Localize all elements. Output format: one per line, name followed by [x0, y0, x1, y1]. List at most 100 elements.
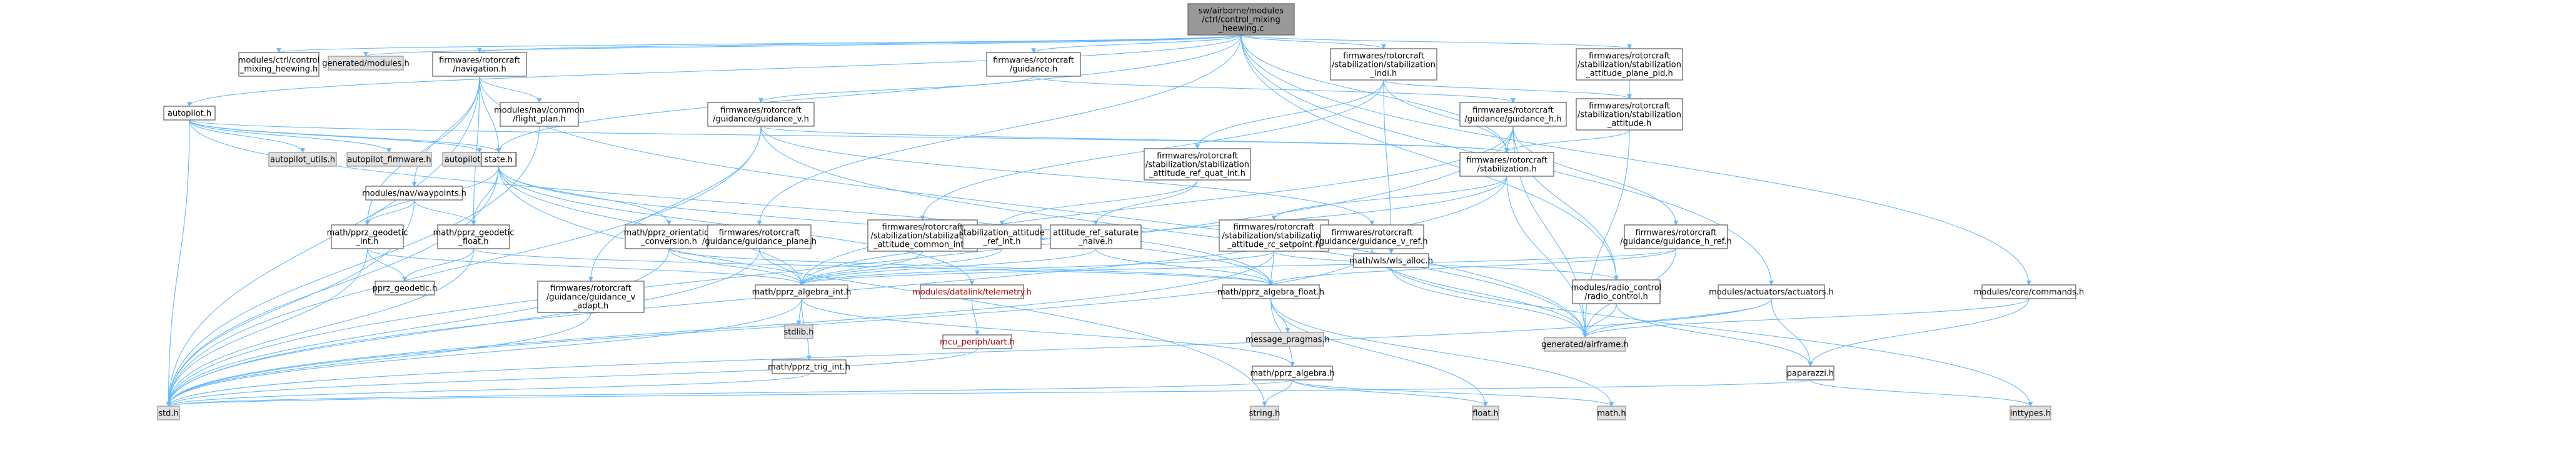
- node-stdlib[interactable]: stdlib.h: [784, 324, 814, 339]
- node-stab-rc-setpoint[interactable]: firmwares/rotorcraft/stabilization/stabi…: [1219, 219, 1329, 252]
- node-stabilization[interactable]: firmwares/rotorcraft/stabilization.h: [1459, 152, 1554, 177]
- edge-navigation-to-geodetic_int: [365, 76, 480, 226]
- node-generated-airframe[interactable]: generated/airframe.h: [1541, 337, 1629, 352]
- node-navigation[interactable]: firmwares/rotorcraft/navigation.h: [432, 52, 527, 77]
- node-telemetry[interactable]: modules/datalink/telemetry.h: [912, 284, 1032, 299]
- edge-flight_plan-to-std: [166, 126, 540, 407]
- edge-stab_ref_quat_int-to-stab_att_ref_int: [999, 179, 1198, 226]
- edge-guidance_v_adapt-to-std: [166, 312, 591, 407]
- node-wls-alloc[interactable]: math/wls/wls_alloc.h: [1349, 253, 1433, 268]
- node-math[interactable]: math.h: [1597, 406, 1626, 421]
- edge-stab_rc_setpoint-to-std: [166, 251, 1275, 407]
- node-box: [920, 284, 1024, 299]
- node-generated-modules[interactable]: generated/modules.h: [322, 56, 410, 71]
- node-trig-int[interactable]: math/pprz_trig_int.h: [768, 359, 850, 374]
- node-stab-ref-quat-int[interactable]: firmwares/rotorcraft/stabilization/stabi…: [1144, 148, 1251, 181]
- node-stab-att-ref-int[interactable]: stabilization_attitude_ref_int.h: [959, 224, 1045, 249]
- node-uart[interactable]: mcu_periph/uart.h: [940, 334, 1015, 349]
- edge-trig_int-to-std: [166, 373, 810, 407]
- node-guidance[interactable]: firmwares/rotorcraft/guidance.h: [986, 52, 1081, 77]
- edge-stab_indi-to-wls_alloc: [1383, 79, 1394, 254]
- node-box: [437, 224, 510, 249]
- node-paparazzi[interactable]: paparazzi.h: [1786, 366, 1834, 381]
- edge-root-to-stab_indi: [1240, 34, 1386, 49]
- node-label-line: math/pprz_algebra.h: [1250, 369, 1334, 379]
- node-algebra-int[interactable]: math/pprz_algebra_int.h: [752, 284, 852, 299]
- edge-stab_att_common_int-to-algebra_int: [799, 251, 923, 286]
- node-algebra[interactable]: math/pprz_algebra.h: [1250, 366, 1335, 381]
- node-label-line: /guidance/guidance_v: [546, 293, 636, 302]
- node-label-line: firmwares/rotorcraft: [1234, 223, 1315, 232]
- node-box: [1330, 48, 1437, 81]
- edge-root-to-navigation: [477, 34, 1242, 53]
- node-box: [1786, 366, 1834, 381]
- node-label-line: autopilot_utils.h: [270, 156, 335, 165]
- node-waypoints[interactable]: modules/nav/waypoints.h: [362, 186, 466, 201]
- node-autopilot[interactable]: autopilot.h: [163, 106, 216, 121]
- node-float[interactable]: float.h: [1472, 406, 1499, 421]
- node-inttypes[interactable]: inttypes.h: [2010, 406, 2051, 421]
- file-nodes: sw/airborne/modules/ctrl/control_mixing_…: [157, 3, 2084, 421]
- node-control-mixing-h[interactable]: modules/ctrl/control_mixing_heewing.h: [238, 52, 320, 77]
- node-autopilot-utils[interactable]: autopilot_utils.h: [268, 152, 337, 167]
- node-box: [1472, 406, 1499, 421]
- node-state[interactable]: state.h: [481, 152, 516, 167]
- node-string[interactable]: string.h: [1249, 406, 1280, 421]
- edge-stab_attitude-to-stabilization: [1504, 129, 1630, 153]
- node-label-line: /flight_plan.h: [513, 115, 566, 124]
- node-guidance-v-ref[interactable]: firmwares/rotorcraft/guidance/guidance_v…: [1317, 224, 1428, 249]
- edge-stab_rc_setpoint-to-algebra_int: [799, 251, 1275, 286]
- node-label-line: /guidance/guidance_h.h: [1464, 115, 1561, 124]
- node-box: [481, 152, 516, 167]
- edge-autopilot-to-algebra_float: [189, 119, 1274, 286]
- node-message-pragmas[interactable]: message_pragmas.h: [1245, 332, 1330, 347]
- node-box: [784, 324, 813, 339]
- node-stab-attitude[interactable]: firmwares/rotorcraft/stabilization/stabi…: [1576, 98, 1683, 131]
- node-label-line: _attitude.h: [1607, 119, 1651, 129]
- node-geodetic-float[interactable]: math/pprz_geodetic_float.h: [433, 224, 515, 249]
- node-core-commands[interactable]: modules/core/commands.h: [1974, 284, 2084, 299]
- edge-radio_control-to-generated_airframe: [1582, 303, 1617, 338]
- node-geodetic-int[interactable]: math/pprz_geodetic_int.h: [327, 224, 408, 249]
- edge-stabilization-to-generated_airframe: [1506, 176, 1587, 338]
- node-box: [755, 284, 848, 299]
- node-std[interactable]: std.h: [157, 406, 180, 421]
- node-box: [2010, 406, 2051, 421]
- node-label-line: math/pprz_algebra_int.h: [752, 288, 852, 297]
- node-guidance-h-ref[interactable]: firmwares/rotorcraft/guidance/guidance_h…: [1620, 224, 1732, 249]
- node-box: [432, 52, 527, 77]
- node-algebra-float[interactable]: math/pprz_algebra_float.h: [1217, 284, 1324, 299]
- edge-guidance_plane-to-std: [166, 248, 760, 407]
- node-guidance-v[interactable]: firmwares/rotorcraft/guidance/guidance_v…: [707, 102, 815, 127]
- node-box: [331, 224, 404, 249]
- node-guidance-v-adapt[interactable]: firmwares/rotorcraft/guidance/guidance_v…: [537, 281, 645, 313]
- node-label-line: firmwares/rotorcraft: [720, 106, 802, 116]
- node-root[interactable]: sw/airborne/modules/ctrl/control_mixing_…: [1187, 3, 1295, 36]
- node-radio-control[interactable]: modules/radio_control/radio_control.h: [1571, 279, 1662, 304]
- node-autopilot-firmware[interactable]: autopilot_firmware.h: [346, 152, 432, 167]
- node-pprz-geodetic[interactable]: pprz_geodetic.h: [373, 281, 438, 296]
- edge-core_commands-to-generated_airframe: [1582, 298, 2030, 338]
- node-stab-att-plane-pid[interactable]: firmwares/rotorcraft/stabilization/stabi…: [1576, 48, 1683, 81]
- node-label-line: _float.h: [458, 237, 488, 247]
- node-label-line: autopilot_firmware.h: [347, 156, 431, 165]
- edge-geodetic_float-to-std: [166, 248, 475, 407]
- node-stab-indi[interactable]: firmwares/rotorcraft/stabilization/stabi…: [1330, 48, 1437, 81]
- node-orientation-conv[interactable]: math/pprz_orientation_conversion.h: [624, 224, 715, 249]
- node-label-line: /radio_control.h: [1584, 292, 1648, 302]
- node-flight-plan[interactable]: modules/nav/common/flight_plan.h: [494, 102, 585, 127]
- node-label-line: _indi.h: [1370, 69, 1397, 79]
- node-box: [500, 102, 579, 127]
- node-box: [346, 152, 432, 167]
- node-actuators[interactable]: modules/actuators/actuators.h: [1709, 284, 1834, 299]
- node-guidance-plane[interactable]: firmwares/rotorcraft/guidance/guidance_p…: [702, 224, 817, 249]
- node-box: [238, 52, 319, 77]
- node-att-ref-saturate[interactable]: attitude_ref_saturate_naive.h: [1050, 224, 1142, 249]
- node-stab-att-common-int[interactable]: firmwares/rotorcraft/stabilization/stabi…: [867, 219, 978, 252]
- node-box: [772, 359, 847, 374]
- edge-guidance-to-guidance_h: [1033, 76, 1516, 103]
- edge-algebra_float-to-float: [1270, 298, 1488, 407]
- edge-wls_alloc-to-generated_airframe: [1391, 267, 1587, 338]
- node-box: [625, 224, 713, 249]
- node-guidance-h[interactable]: firmwares/rotorcraft/guidance/guidance_h…: [1459, 102, 1567, 127]
